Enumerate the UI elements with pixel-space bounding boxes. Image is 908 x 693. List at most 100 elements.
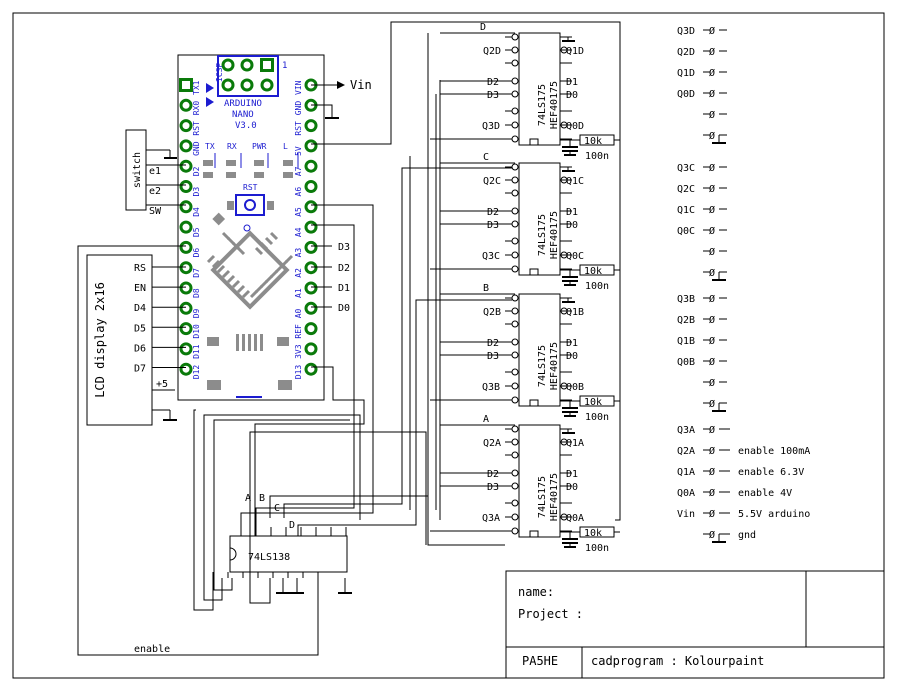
decoder-input-a: A xyxy=(245,493,251,504)
conn-desc-A-5: gnd xyxy=(738,530,756,541)
latch-out-q1-D: Q1D xyxy=(566,46,584,57)
latch-in-d3-B: D3 xyxy=(487,351,499,362)
latch-in-d2-C: D2 xyxy=(487,207,499,218)
terminal-icon: Ø xyxy=(709,46,715,58)
latch-in-q2-D: Q2D xyxy=(483,46,501,57)
decoder-input-d: D xyxy=(289,520,295,531)
pin-label-left-8: D6 xyxy=(192,248,201,258)
resistor-label-B: 10k xyxy=(584,397,602,408)
pin-pad-right-9 xyxy=(304,261,318,275)
latch-in-q2-B: Q2B xyxy=(483,307,501,318)
latch-out-d1-D: D1 xyxy=(566,77,578,88)
latch-out-q1-C: Q1C xyxy=(566,176,584,187)
latch-out-q1-B: Q1B xyxy=(566,307,584,318)
board-name-1: ARDUINO xyxy=(224,99,262,109)
pin-pad-right-8 xyxy=(304,240,318,254)
pin-label-right-13: 3V3 xyxy=(294,344,303,359)
conn-term-A-0: Q3A xyxy=(677,425,695,436)
latch-in-q3-A: Q3A xyxy=(482,513,500,524)
pin-label-left-1: RX0 xyxy=(192,101,201,116)
conn-term-A-4: Vin xyxy=(677,509,695,520)
terminal-icon: Ø xyxy=(709,377,715,389)
pin-label-right-1: GND xyxy=(294,101,303,116)
latch-out-d0-B: D0 xyxy=(566,351,578,362)
decoder-input-b: B xyxy=(259,493,265,504)
switch-block: switch e1 e2 SW xyxy=(125,129,186,217)
lcd-pin-1: EN xyxy=(134,283,146,294)
conn-term-D-0: Q3D xyxy=(677,26,695,37)
pin-pad-left-5 xyxy=(179,180,193,193)
pin-pad-right-3 xyxy=(304,139,318,153)
enable-wire xyxy=(77,245,319,656)
conn-term-A-2: Q1A xyxy=(677,467,695,478)
pin-label-left-5: D3 xyxy=(192,187,201,197)
pin-label-left-10: D8 xyxy=(192,288,201,298)
latch-in-d2-B: D2 xyxy=(487,338,499,349)
latch-out-d1-C: D1 xyxy=(566,207,578,218)
pin-pad-right-13 xyxy=(304,342,318,356)
lcd-pin-3: D5 xyxy=(134,323,146,334)
latch-part1-B: 74LS175 xyxy=(537,345,548,387)
latch-select-B: B xyxy=(483,283,489,294)
latch-out-d0-A: D0 xyxy=(566,482,578,493)
latch-in-q3-B: Q3B xyxy=(482,382,500,393)
latch-out-d0-D: D0 xyxy=(566,90,578,101)
conn-term-C-1: Q2C xyxy=(677,184,695,195)
latch-out-d1-B: D1 xyxy=(566,338,578,349)
pin-pad-left-1 xyxy=(179,98,193,112)
switch-label: switch xyxy=(132,152,143,188)
lcd-pin-4: D6 xyxy=(134,343,146,354)
latch-out-q0-B: Q0B xyxy=(566,382,584,393)
conn-term-C-3: Q0C xyxy=(677,226,695,237)
project-label: Project : xyxy=(518,607,583,621)
terminal-icon: Ø xyxy=(709,204,715,216)
switch-box xyxy=(125,129,147,211)
latch-out-q0-C: Q0C xyxy=(566,251,584,262)
pin-label-right-3: 5V xyxy=(294,146,303,156)
pin-pad-left-13 xyxy=(179,342,193,356)
latch-part2-D: HEF40175 xyxy=(549,81,560,129)
pin-pad-left-12 xyxy=(179,322,193,336)
terminal-icon: Ø xyxy=(709,424,715,436)
latch-chip-A xyxy=(518,424,561,538)
arduino-nano: ICSP 1 ARDUINO NANO V3.0 TX RX PWR L RST xyxy=(177,54,325,401)
latch-in-d3-D: D3 xyxy=(487,90,499,101)
lcd-pin-5: D7 xyxy=(134,364,146,375)
terminal-icon: Ø xyxy=(709,246,715,258)
terminal-icon: Ø xyxy=(709,314,715,326)
lcd-pin-plus5: +5 xyxy=(156,379,168,390)
switch-pin-sw: SW xyxy=(149,206,162,217)
terminal-icon: Ø xyxy=(709,130,715,142)
pin-label-left-2: RST xyxy=(192,121,201,136)
conn-term-C-0: Q3C xyxy=(677,163,695,174)
pin-label-left-0: TX1 xyxy=(192,80,201,95)
pin-label-left-12: D10 xyxy=(192,324,201,339)
conn-desc-A-1: enable 100mA xyxy=(738,446,810,457)
board-name-2: NANO xyxy=(232,110,254,120)
cap-label-D: 100n xyxy=(585,151,609,162)
conn-term-C-2: Q1C xyxy=(677,205,695,216)
title-block: name: Project : PA5HE cadprogram : Kolou… xyxy=(505,570,885,679)
latch-part1-C: 74LS175 xyxy=(537,214,548,256)
latch-chip-C xyxy=(518,162,561,276)
latch-in-q2-C: Q2C xyxy=(483,176,501,187)
latch-part2-B: HEF40175 xyxy=(549,342,560,390)
a1-out-label: D1 xyxy=(338,283,350,294)
led-pwr-label: PWR xyxy=(252,142,267,151)
icsp-pin1-label: 1 xyxy=(282,61,287,71)
vin-label: Vin xyxy=(350,78,372,92)
latch-chip-D xyxy=(518,32,561,146)
conn-term-B-1: Q2B xyxy=(677,315,695,326)
latch-out-q1-A: Q1A xyxy=(566,438,584,449)
pin-label-right-7: A4 xyxy=(294,227,303,237)
led-rx-label: RX xyxy=(227,142,237,151)
